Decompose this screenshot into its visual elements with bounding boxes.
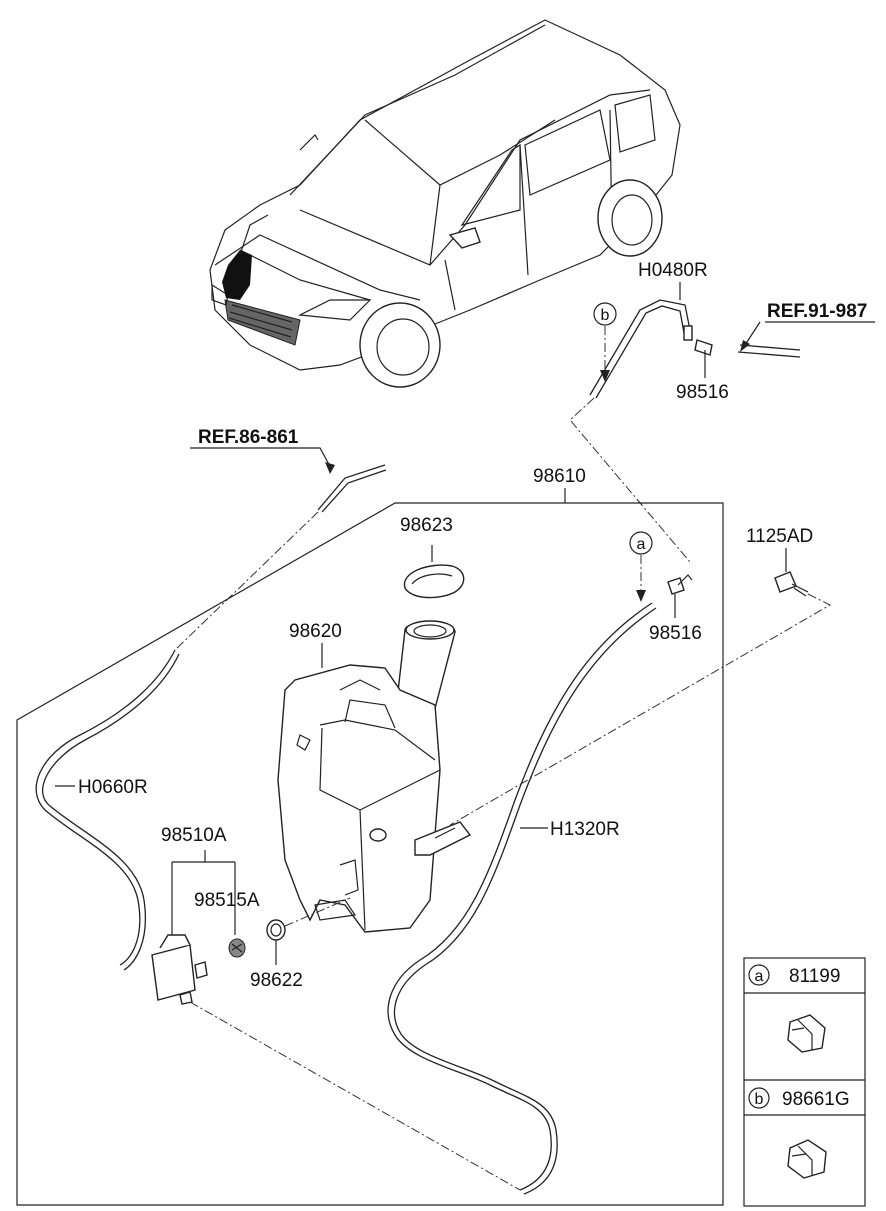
label-98620: 98620: [289, 621, 342, 642]
pump-grommet: [266, 897, 351, 965]
label-h1320r: H1320R: [550, 819, 620, 840]
h0480r-hose-assembly: [589, 282, 875, 399]
assembly-boundary-box: [16, 502, 724, 1206]
a-marker-circle: [629, 531, 653, 555]
label-98516-mid: 98516: [649, 623, 702, 644]
clip-81199-icon: [787, 1014, 826, 1053]
label-98515a: 98515A: [194, 890, 260, 911]
b-callout: b: [593, 302, 617, 382]
label-1125ad: 1125AD: [746, 526, 813, 547]
label-ref-86-861: REF.86-861: [198, 427, 299, 448]
label-ref-91-987: REF.91-987: [767, 301, 867, 322]
a-callout: a: [629, 531, 653, 602]
clip-legend-table: a 81199 b 98661G: [743, 957, 866, 1207]
a-marker-text: a: [637, 536, 646, 553]
label-98516-top: 98516: [676, 382, 729, 403]
legend-row-b: b 98661G: [748, 1087, 850, 1179]
label-98610: 98610: [533, 466, 586, 487]
legend-marker-b: [748, 1087, 770, 1109]
pump-filter: [228, 938, 246, 958]
label-98623: 98623: [400, 515, 453, 536]
washer-pump: [151, 850, 521, 1191]
h0660r-hose: [35, 649, 176, 966]
legend-row-a: a 81199: [748, 964, 840, 1053]
reservoir-cap: [403, 545, 465, 599]
h1320r-hose: [387, 602, 653, 1191]
clip-98661g-icon: [787, 1139, 827, 1179]
label-h0660r: H0660R: [78, 777, 148, 798]
bolt: [449, 548, 832, 826]
mid-connector: [667, 574, 693, 618]
b-marker-circle: [593, 302, 617, 326]
label-98510a: 98510A: [161, 825, 227, 846]
legend-marker-b-text: b: [755, 1091, 764, 1108]
legend-part-a: 81199: [789, 966, 840, 987]
b-marker-text: b: [601, 307, 610, 324]
ref-86-861-callout: [174, 447, 387, 651]
label-h0480r: H0480R: [638, 260, 708, 281]
legend-marker-a-text: a: [755, 968, 764, 985]
label-98622: 98622: [250, 970, 303, 991]
legend-marker-a: [748, 964, 770, 986]
washer-reservoir: [277, 620, 472, 933]
legend-part-b: 98661G: [782, 1089, 850, 1110]
vehicle-illustration: [209, 19, 681, 388]
